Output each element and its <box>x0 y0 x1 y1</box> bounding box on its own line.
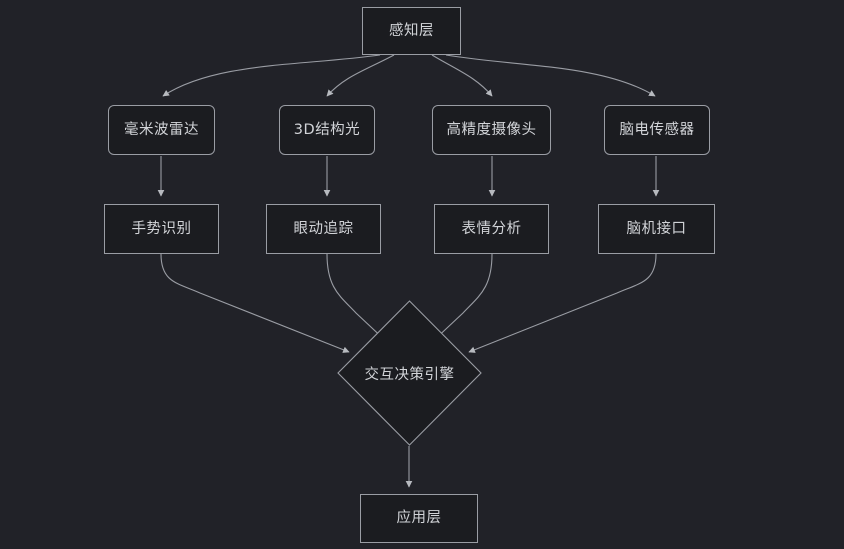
node-application-layer[interactable]: 应用层 <box>360 494 478 543</box>
node-eye-tracking-label: 眼动追踪 <box>293 220 354 237</box>
node-brain-computer-interface-label: 脑机接口 <box>626 220 687 237</box>
node-mmwave-radar[interactable]: 毫米波雷达 <box>108 105 215 155</box>
node-perception-layer[interactable]: 感知层 <box>362 7 461 55</box>
edge-perception-to-structured-light <box>326 54 395 97</box>
edge-eye-tracking-to-engine <box>326 253 389 344</box>
edge-perception-to-eeg <box>445 54 656 97</box>
node-structured-light-3d[interactable]: 3D结构光 <box>279 105 375 155</box>
node-high-precision-camera[interactable]: 高精度摄像头 <box>432 105 551 155</box>
diamond-shape <box>337 300 482 446</box>
edge-perception-to-mmwave <box>162 54 381 97</box>
node-expression-analysis-label: 表情分析 <box>461 220 522 237</box>
node-eeg-sensor-label: 脑电传感器 <box>619 121 695 138</box>
node-brain-computer-interface[interactable]: 脑机接口 <box>598 204 715 254</box>
node-gesture-recognition-label: 手势识别 <box>131 220 192 237</box>
edge-expression-to-engine <box>430 253 493 344</box>
node-eeg-sensor[interactable]: 脑电传感器 <box>604 105 710 155</box>
node-interaction-decision-engine[interactable]: 交互决策引擎 <box>337 300 482 446</box>
node-expression-analysis[interactable]: 表情分析 <box>434 204 549 254</box>
node-mmwave-radar-label: 毫米波雷达 <box>124 121 199 138</box>
edge-perception-to-camera <box>431 54 493 97</box>
edge-gesture-to-engine <box>160 253 350 353</box>
node-interaction-decision-engine-label: 交互决策引擎 <box>364 366 455 383</box>
edge-bci-to-engine <box>468 253 657 353</box>
node-high-precision-camera-label: 高精度摄像头 <box>446 121 537 138</box>
node-gesture-recognition[interactable]: 手势识别 <box>104 204 219 254</box>
node-eye-tracking[interactable]: 眼动追踪 <box>266 204 381 254</box>
node-perception-layer-label: 感知层 <box>389 22 434 39</box>
node-structured-light-3d-label: 3D结构光 <box>293 121 361 138</box>
node-application-layer-label: 应用层 <box>396 510 442 527</box>
